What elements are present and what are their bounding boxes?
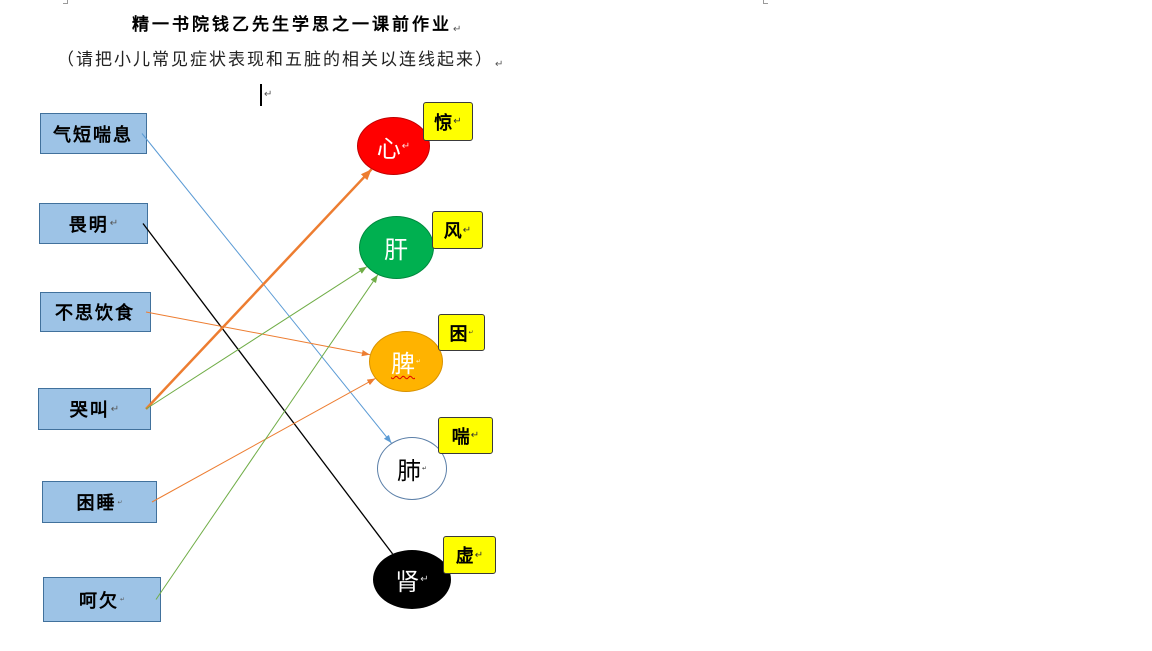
paragraph-mark: ↵	[415, 358, 422, 365]
tag-wind[interactable]: 风↵	[432, 211, 483, 249]
paragraph-mark: ↵	[420, 574, 429, 585]
tag-sleepiness[interactable]: 困↵	[438, 314, 485, 351]
tag-deficiency[interactable]: 虚↵	[443, 536, 496, 574]
paragraph-mark: ↵	[401, 140, 411, 152]
organ-kidney-circle[interactable]: 肾↵	[373, 550, 451, 609]
paragraph-mark: ↵	[495, 59, 504, 70]
text-boundary-mark	[63, 0, 68, 4]
connector-line-6[interactable]	[155, 274, 379, 600]
symptom-label: 困睡	[76, 493, 117, 514]
symptom-label: 哭叫	[69, 400, 110, 421]
symptom-box-poor-appetite[interactable]: 不思饮食	[40, 292, 151, 332]
instructions-text: （请把小儿常见症状表现和五脏的相关以连线起来）	[57, 50, 494, 70]
paragraph-mark: ↵	[474, 549, 484, 561]
paragraph-mark: ↵	[470, 430, 480, 441]
document-title[interactable]: 精一书院钱乙先生学思之一课前作业↵	[132, 15, 461, 40]
document-instructions[interactable]: （请把小儿常见症状表现和五脏的相关以连线起来）↵	[57, 50, 503, 75]
connector-line-5[interactable]	[151, 378, 376, 503]
connector-line-4[interactable]	[145, 266, 368, 410]
tag-fright[interactable]: 惊↵	[423, 102, 473, 141]
symptom-label: 呵欠	[78, 590, 119, 612]
symptom-box-drowsiness[interactable]: 困睡↵	[42, 481, 157, 523]
tag-label: 惊	[434, 112, 453, 134]
empty-paragraph[interactable]: ↵	[258, 83, 278, 107]
paragraph-mark: ↵	[119, 596, 126, 603]
organ-liver-circle[interactable]: 肝	[359, 216, 434, 279]
paragraph-mark: ↵	[462, 224, 472, 236]
tag-label: 虚	[455, 546, 474, 567]
text-boundary-mark	[763, 0, 768, 4]
paragraph-mark: ↵	[110, 403, 120, 415]
paragraph-mark: ↵	[264, 89, 273, 100]
paragraph-mark: ↵	[421, 465, 428, 472]
organ-label: 肝	[384, 236, 408, 264]
symptom-box-yawning[interactable]: 呵欠↵	[43, 577, 161, 622]
symptom-label: 畏明	[68, 214, 109, 236]
paragraph-mark: ↵	[468, 329, 474, 336]
text-cursor	[260, 84, 262, 106]
connector-line-3[interactable]	[145, 168, 373, 410]
organ-label: 脾	[390, 350, 415, 378]
tag-panting[interactable]: 喘↵	[438, 417, 493, 454]
symptom-box-photophobia[interactable]: 畏明↵	[39, 203, 148, 244]
connector-line-2[interactable]	[145, 311, 370, 357]
symptom-label: 气短喘息	[53, 124, 133, 146]
connector-line-0[interactable]	[141, 133, 392, 444]
organ-spleen-circle[interactable]: 脾↵	[369, 331, 443, 392]
tag-label: 风	[443, 221, 462, 242]
symptom-label: 不思饮食	[55, 303, 135, 324]
organ-heart-circle[interactable]: 心↵	[357, 117, 430, 175]
tag-label: 喘	[451, 426, 470, 448]
organ-lung-circle[interactable]: 肺↵	[377, 437, 447, 500]
paragraph-mark: ↵	[109, 218, 119, 229]
symptom-box-crying[interactable]: 哭叫↵	[38, 388, 151, 430]
connector-line-1[interactable]	[142, 223, 394, 555]
organ-label: 心	[376, 134, 401, 163]
title-text: 精一书院钱乙先生学思之一课前作业	[132, 15, 452, 35]
organ-label: 肺	[396, 457, 421, 485]
paragraph-mark: ↵	[453, 116, 462, 127]
paragraph-mark: ↵	[453, 24, 462, 35]
symptom-box-shortness-of-breath[interactable]: 气短喘息	[40, 113, 147, 154]
organ-label: 肾	[395, 568, 420, 596]
paragraph-mark: ↵	[117, 498, 123, 506]
tag-label: 困	[449, 323, 468, 345]
